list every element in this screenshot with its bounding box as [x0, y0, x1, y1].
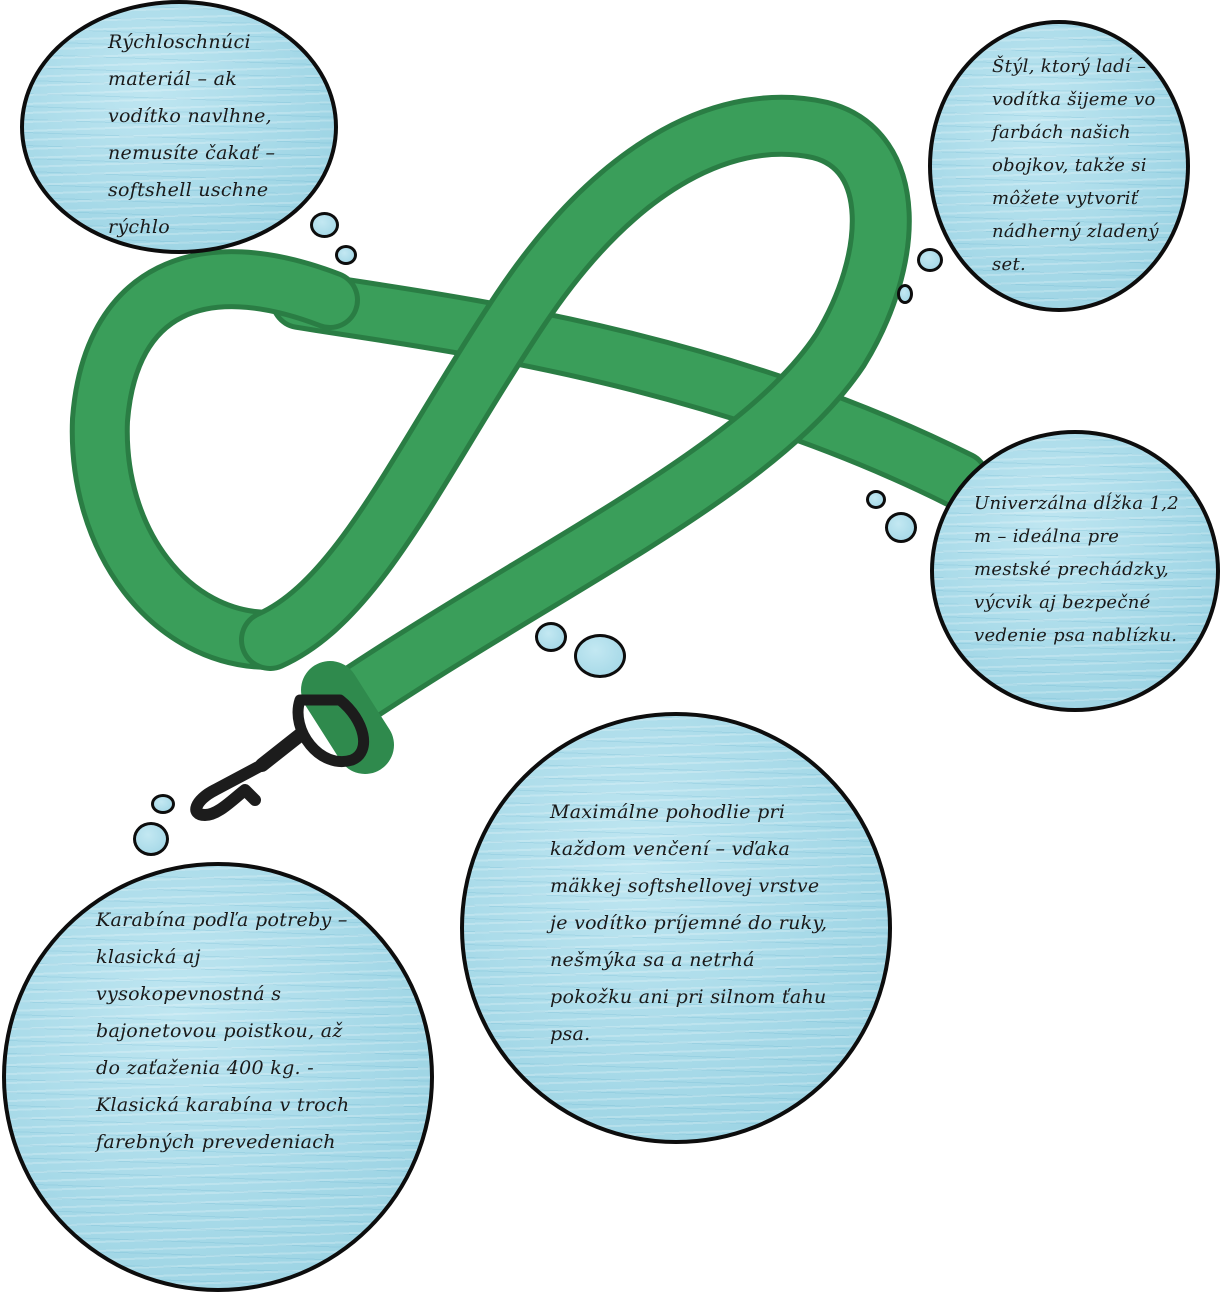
- carabiner-dot-small: [151, 794, 175, 814]
- length-dot-small: [866, 490, 886, 509]
- style-dot-small: [897, 284, 913, 304]
- clip-hook: [190, 759, 268, 821]
- length-text: Univerzálna dĺžka 1,2 m – ideálna pre me…: [974, 493, 1180, 646]
- quick-dry-dot-large: [310, 212, 339, 238]
- style-text: Štýl, ktorý ladí – vodítka šijeme vo far…: [992, 56, 1159, 275]
- leash-illustration: [69, 94, 990, 821]
- clip-neck: [255, 728, 307, 772]
- quick-dry-bubble: [20, 0, 338, 254]
- length-dot-large: [885, 512, 917, 543]
- style-dot-large: [917, 248, 943, 272]
- leash-loop-left-face: [74, 254, 355, 665]
- comfort-text: Maximálne pohodlie pri každom venčení – …: [550, 801, 828, 1045]
- carabiner-clip: [190, 694, 370, 821]
- comfort-bubble: [460, 712, 892, 1144]
- quick-dry-text: Rýchloschnúci materiál – ak vodítko navl…: [108, 31, 276, 238]
- carabiner-dot-large: [133, 822, 169, 856]
- style-bubble: [928, 20, 1190, 312]
- length-bubble: [930, 430, 1220, 712]
- leash-strap-front-face: [244, 99, 907, 726]
- quick-dry-dot-small: [335, 245, 357, 265]
- leash-strap-back-face: [275, 275, 985, 505]
- leash-strap: [69, 94, 990, 774]
- carabiner-text: Karabína podľa potreby – klasická aj vys…: [96, 909, 350, 1153]
- comfort-dot-large: [574, 634, 626, 678]
- comfort-dot-small: [535, 622, 567, 652]
